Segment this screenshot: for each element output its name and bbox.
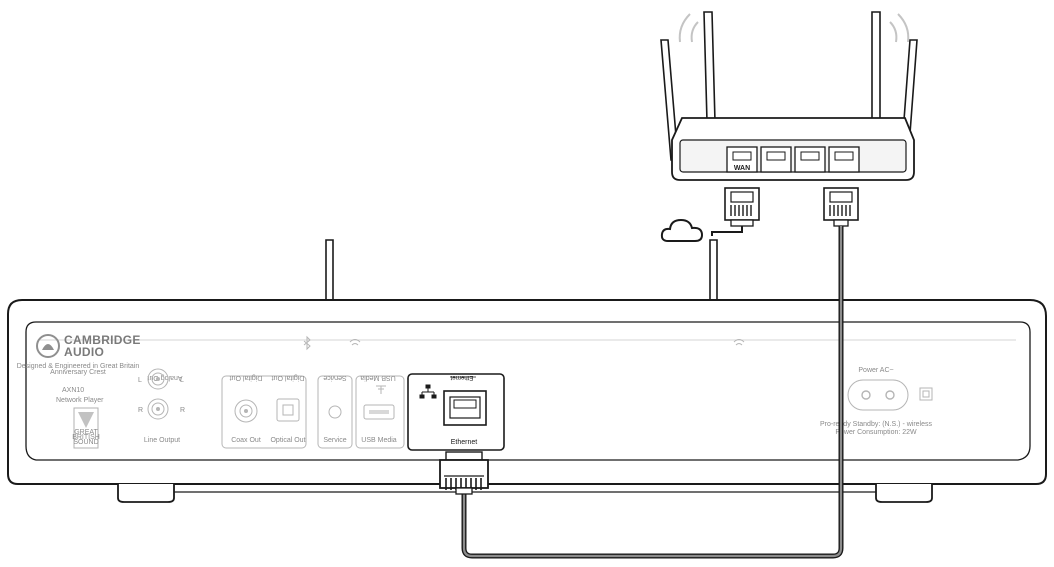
lan-rj45-plug-router: [823, 187, 859, 227]
award-badge: GREAT BRITISH SOUND: [72, 407, 100, 449]
wifi-icon-left: [349, 339, 361, 346]
r-marker: R: [138, 407, 143, 414]
service-block: [317, 375, 353, 449]
router-lan-port-2[interactable]: [794, 146, 826, 173]
award-text-line3: SOUND: [73, 439, 98, 446]
power-label: Power AC~: [858, 367, 893, 374]
l-marker: L: [138, 377, 142, 384]
brand-tagline-line2: Anniversary Crest: [50, 369, 106, 376]
line-output-label: Line Output: [144, 437, 180, 444]
service-port[interactable]: [328, 405, 342, 419]
wan-rj45-plug: [724, 187, 760, 227]
analog-out-header: Analog Out: [147, 374, 182, 381]
power-note-line1: Pro-ready Standby: (N.S.) - wireless: [820, 421, 933, 428]
wifi-icon-right: [733, 339, 745, 346]
rca-left-socket[interactable]: [147, 368, 169, 390]
player-foot-right: [875, 484, 933, 503]
ethernet-label: Ethernet: [451, 439, 478, 446]
model-name: AXN10: [62, 387, 84, 394]
lan-rj45-plug-player: [439, 451, 489, 495]
ethernet-cable: [461, 226, 844, 559]
router-body: [671, 117, 915, 181]
brand-tagline-line1: Designed & Engineered in Great Britain: [17, 363, 140, 370]
award-text-line1: GREAT: [74, 429, 98, 436]
coax-out-socket[interactable]: [234, 399, 258, 423]
usb-block: [355, 375, 405, 449]
service-header: Service: [323, 374, 346, 381]
wifi-waves-icon: [678, 13, 910, 43]
cloud-icon: [660, 218, 704, 242]
player-foot-left: [117, 484, 175, 503]
service-label: Service: [323, 437, 346, 444]
optical-out-header: Digital Out: [272, 374, 305, 381]
award-text-line2: BRITISH: [72, 434, 100, 441]
optical-out-socket[interactable]: [276, 398, 300, 422]
usb-label: USB Media: [361, 437, 397, 444]
player-rear-panel: [25, 321, 1031, 461]
router-wan-port[interactable]: WAN: [726, 146, 758, 173]
router-lan-port-3[interactable]: [828, 146, 860, 173]
brand-name-line1: CAMBRIDGE: [64, 333, 141, 347]
network-player: CAMBRIDGE AUDIO Designed & Engineered in…: [7, 239, 1047, 503]
power-inlet[interactable]: [847, 379, 909, 411]
coax-out-label: Coax Out: [231, 437, 261, 444]
bluetooth-icon: [303, 335, 311, 351]
l-marker-right: L: [180, 377, 184, 384]
model-description: Network Player: [56, 397, 104, 404]
player-chassis: [7, 299, 1047, 485]
power-note-line2: Power Consumption: 22W: [835, 429, 917, 436]
coax-out-header: Digital Out: [230, 374, 263, 381]
network-icon: [419, 384, 437, 399]
brand-logo: CAMBRIDGE AUDIO: [36, 333, 141, 359]
digital-out-block: [221, 375, 307, 449]
optical-out-label: Optical Out: [270, 437, 305, 444]
rca-right-socket[interactable]: [147, 398, 169, 420]
router: WAN: [660, 11, 918, 181]
ethernet-header: Ethernet: [450, 374, 473, 380]
r-marker-right: R: [180, 407, 185, 414]
usb-port[interactable]: [363, 404, 395, 420]
brand-name-line2: AUDIO: [64, 345, 104, 359]
router-lan-port-1[interactable]: [760, 146, 792, 173]
usb-header: USB Media: [360, 374, 396, 381]
usb-icon: [376, 385, 386, 394]
internet-cable: [711, 226, 743, 236]
double-insulation-icon: [919, 387, 933, 401]
wan-label: WAN: [734, 165, 750, 172]
ethernet-port[interactable]: [443, 390, 487, 426]
